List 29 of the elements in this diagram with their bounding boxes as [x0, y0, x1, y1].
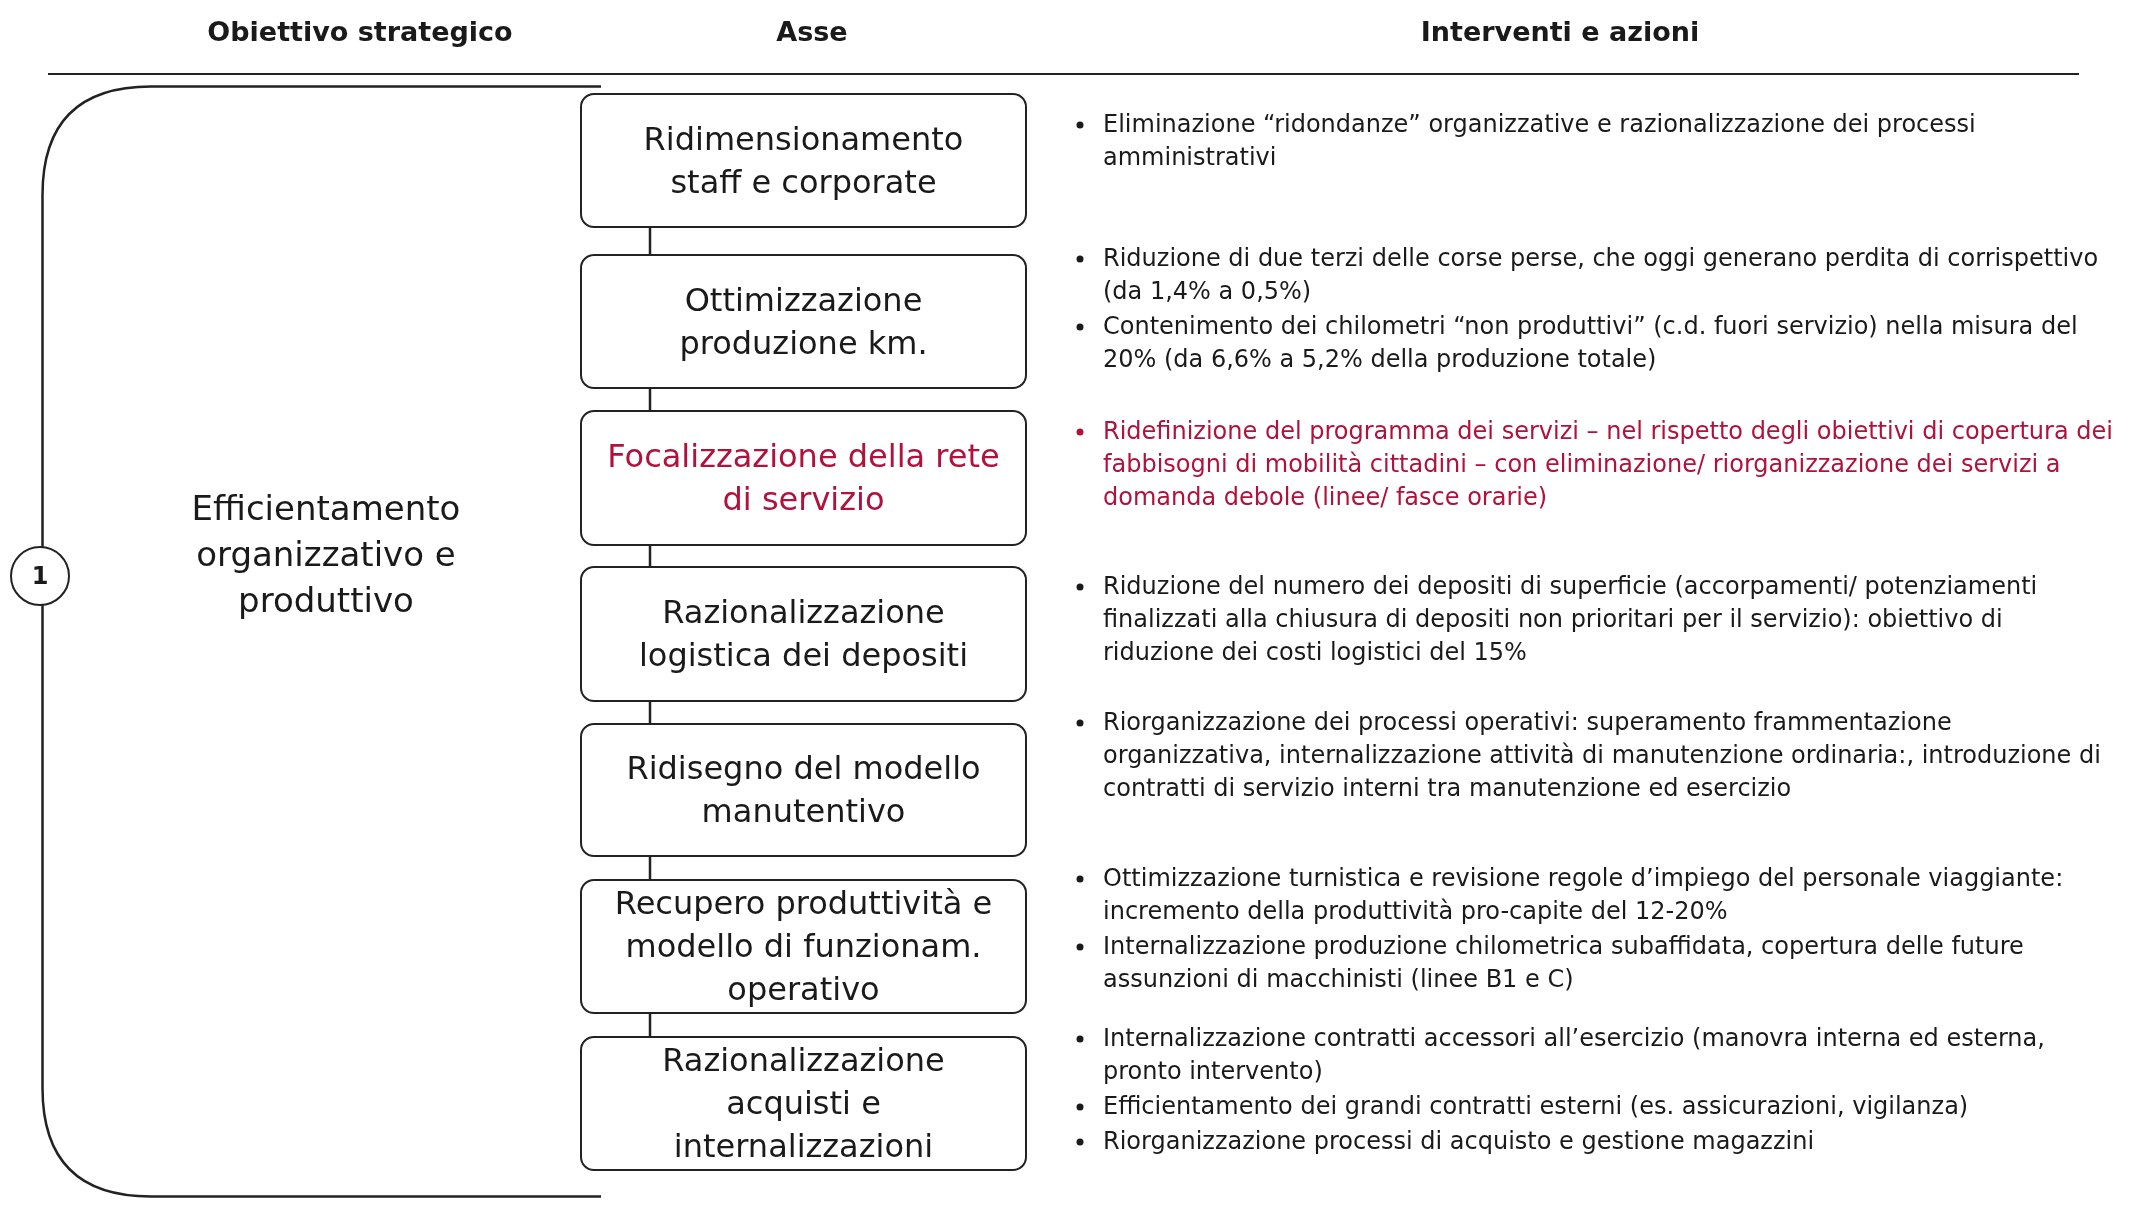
action-text: Ridefinizione del programma dei servizi – nel rispetto degli obiettivi di copertura dei fabbisogni di mobilità cittadini – con eliminazione/ riorganizzazione dei servizi a domanda debole (linee/ fasce orarie): [1103, 417, 2113, 511]
axis-box: Ridimensionamento staff e corporate: [580, 93, 1027, 228]
action-text: Efficientamento dei grandi contratti esterni (es. assicurazioni, vigilanza): [1103, 1092, 1969, 1120]
action-text: Ottimizzazione turnistica e revisione regole d’impiego del personale viaggiante: incremento della produttività pro-capite del 12-20%: [1103, 864, 2064, 925]
column-header: Asse: [776, 16, 848, 47]
connector-line: [648, 546, 652, 566]
action-text: Internalizzazione produzione chilometrica subaffidata, copertura delle future assunzioni di macchinisti (linee B1 e C): [1103, 932, 2024, 993]
connector-line: [648, 857, 652, 879]
action-text: Internalizzazione contratti accessori all’esercizio (manovra interna ed esterna, pronto intervento): [1103, 1024, 2045, 1085]
number-circle: 1: [10, 546, 70, 606]
axis-box: Ridisegno del modello manutentivo: [580, 723, 1027, 857]
column-header: Interventi e azioni: [1420, 16, 1700, 47]
column-header: Obiettivo strategico: [207, 16, 513, 47]
action-text: Contenimento dei chilometri “non produttivi” (c.d. fuori servizio) nella misura del 20% (da 6,6% a 5,2% della produzione totale): [1103, 312, 2078, 373]
objective-text: Efficientamento organizzativo e produttivo: [190, 487, 462, 622]
axis-box: Recupero produttività e modello di funzionam. operativo: [580, 879, 1027, 1014]
axis-box: Ottimizzazione produzione km.: [580, 254, 1027, 389]
connector-line: [648, 228, 652, 254]
action-text: Riorganizzazione processi di acquisto e gestione magazzini: [1103, 1127, 1815, 1155]
axis-box: Razionalizzazione logistica dei depositi: [580, 566, 1027, 702]
connector-line: [648, 702, 652, 723]
axis-box: Focalizzazione della rete di servizio: [580, 410, 1027, 546]
connector-line: [648, 1014, 652, 1036]
connector-line: [648, 389, 652, 410]
action-text: Eliminazione “ridondanze” organizzative e razionalizzazione dei processi amministrativi: [1103, 110, 1976, 171]
action-text: Riduzione di due terzi delle corse perse, che oggi generano perdita di corrispettivo (da 1,4% a 0,5%): [1103, 244, 2099, 305]
action-text: Riorganizzazione dei processi operativi: superamento frammentazione organizzativa, internalizzazione attività di manutenzione ordinaria:, introduzione di contratti di servizio interni tra manutenzione ed esercizio: [1103, 708, 2101, 802]
axis-box: Razionalizzazione acquisti e internalizzazioni: [580, 1036, 1027, 1171]
action-text: Riduzione del numero dei depositi di superficie (accorpamenti/ potenziamenti finalizzati alla chiusura di depositi non prioritari per il servizio): obiettivo di riduzione dei costi logistici del 15%: [1103, 572, 2038, 666]
